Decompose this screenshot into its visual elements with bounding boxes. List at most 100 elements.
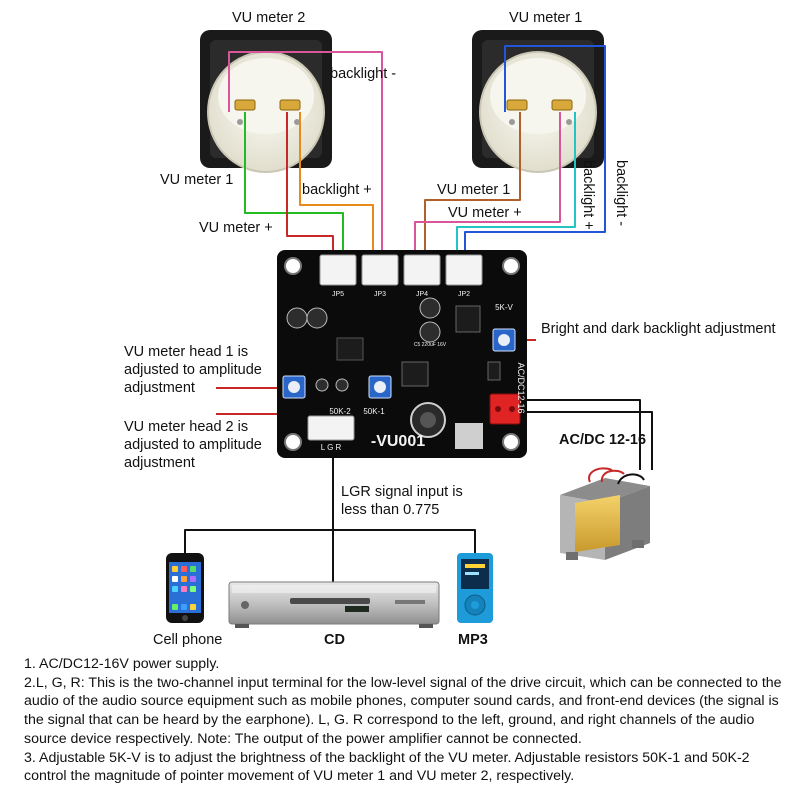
app-icon [181, 586, 187, 592]
power-terminal-screw [495, 406, 501, 412]
capacitor [306, 307, 328, 329]
vu-meter-1-screw-right [566, 119, 572, 125]
capacitor-label: C5 220uF 16V [414, 342, 447, 348]
pcb-mount-hole [502, 433, 520, 451]
wire-meter1-vu-minus [424, 112, 521, 262]
label-head1-line2: adjusted to amplitude [124, 362, 262, 378]
label-head2-line2: adjusted to amplitude [124, 437, 262, 453]
regulator [455, 305, 481, 333]
pcb-mount-hole [284, 257, 302, 275]
capacitor [419, 297, 441, 319]
mp3-screen-bar [465, 564, 485, 568]
label-mp3: MP3 [458, 632, 488, 648]
vu-meter-1-terminal-left [506, 99, 528, 111]
app-icon [181, 604, 187, 610]
wire-meter1-backlight-minus [464, 45, 606, 262]
label-head2-line3: adjustment [124, 455, 195, 471]
connector-jp4 [403, 254, 441, 286]
vu-meter-1-face [490, 58, 586, 134]
power-terminal [489, 393, 521, 425]
note-1: 1. AC/DC12-16V power supply. [24, 656, 220, 672]
label-lgr-line2: less than 0.775 [341, 502, 439, 518]
mp3-player-image [457, 553, 493, 623]
cd-player-image [228, 581, 440, 628]
wire-distribution-bus [184, 529, 476, 553]
transformer-leads-red [588, 467, 625, 483]
label-vu-meter-2: VU meter 2 [232, 10, 305, 26]
connector-jp5-label: JP5 [332, 291, 344, 298]
connector-jp5 [319, 254, 357, 286]
wire-meter1-backlight-plus [456, 112, 576, 262]
connector-jp4-label: JP4 [416, 291, 428, 298]
app-icon [190, 604, 196, 610]
power-terminal-screw [509, 406, 515, 412]
pot-50k-1-label: 50K-1 [363, 407, 385, 416]
cd-foot [419, 624, 433, 628]
app-icon [181, 566, 187, 572]
ic-chip [336, 337, 364, 361]
lgr-pins-label: L G R [321, 443, 342, 452]
board-name: -VU001 [371, 433, 425, 450]
label-head1-line3: adjustment [124, 380, 195, 396]
pcb-board: JP5 JP3 JP4 JP2 C5 220uF 16V 5K-V 50K-2 … [277, 250, 527, 458]
wire-meter1-vu-plus [414, 112, 561, 262]
label-bright-dark-adjustment: Bright and dark backlight adjustment [541, 321, 776, 337]
pot-5k-v-knob [498, 334, 510, 346]
pcb-substrate [277, 250, 527, 458]
label-backlight-minus-right: backlight - [613, 160, 629, 226]
app-icon [172, 566, 178, 572]
transformer-leads-black [617, 473, 645, 485]
capacitor-large-top [420, 412, 436, 428]
app-icon [172, 604, 178, 610]
capacitor [419, 321, 441, 343]
cd-foot [235, 624, 249, 628]
pot-50k-2-knob [374, 381, 386, 393]
pot-50k-2-label: 50K-2 [329, 407, 351, 416]
app-icon [181, 576, 187, 582]
connector-jp3-label: JP3 [374, 291, 386, 298]
cd-display [345, 606, 369, 612]
vu-meter-2-terminal-left [234, 99, 256, 111]
connector-jp3 [361, 254, 399, 286]
pcb-mount-hole [502, 257, 520, 275]
label-backlight-minus-top: backlight - [330, 66, 396, 82]
cd-top-highlight [232, 585, 436, 593]
transistor [487, 361, 501, 381]
capacitor-small [315, 378, 329, 392]
wire-meter2-backlight-minus [228, 51, 383, 262]
transformer-foot [566, 552, 578, 560]
pot-50k-1-knob [288, 381, 300, 393]
app-icon [190, 576, 196, 582]
transformer-top [560, 478, 650, 503]
transformer-foot [632, 540, 644, 548]
pot-5k-v-label: 5K-V [495, 303, 513, 312]
wire-acdc-1 [520, 399, 641, 470]
capacitor [286, 307, 308, 329]
wire-meter2-backlight-plus [299, 112, 374, 262]
label-cd: CD [324, 632, 345, 648]
label-vu-meter-1-mid: VU meter 1 [437, 182, 510, 198]
vu-meter-2-screw-left [237, 119, 243, 125]
note-2: 2.L, G, R: This is the two-channel input… [24, 674, 782, 747]
cd-tray [290, 598, 370, 604]
vu-meter-1-terminal-right [551, 99, 573, 111]
vu-meter-2-image [200, 30, 332, 173]
label-head2-line1: VU meter head 2 is [124, 419, 248, 435]
app-icon [190, 586, 196, 592]
wires [184, 45, 653, 582]
cd-power-button [241, 601, 249, 609]
transformer-image [560, 467, 650, 560]
label-vu-meter-plus-mid: VU meter + [448, 205, 522, 221]
vu-meter-2-face [218, 58, 314, 134]
label-vu-meter-1: VU meter 1 [509, 10, 582, 26]
pcb-mount-hole [284, 433, 302, 451]
label-vu-meter-plus-left: VU meter + [199, 220, 273, 236]
mp3-wheel-center [471, 601, 479, 609]
connector-jp2 [445, 254, 483, 286]
app-icon [190, 566, 196, 572]
wire-acdc-2 [520, 411, 653, 470]
label-lgr-line1: LGR signal input is [341, 484, 463, 500]
acdc-silkscreen: AC/DC12-16 [516, 362, 526, 413]
vu-meter-1-image [472, 30, 604, 173]
transformer-coil [575, 495, 620, 552]
